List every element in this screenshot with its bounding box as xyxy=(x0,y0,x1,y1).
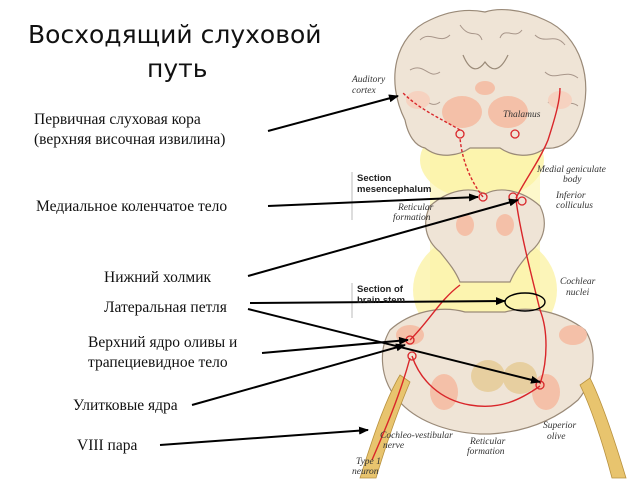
label-superior-temporal-gyrus: (верхняя височная извилина) xyxy=(34,131,226,148)
label-lateral-lemniscus: Латеральная петля xyxy=(104,299,227,316)
label-cranial-nerve-viii: VIII пара xyxy=(77,437,138,454)
fig-label-medial-geniculate-2: body xyxy=(563,175,582,185)
fig-label-thalamus: Thalamus xyxy=(503,110,541,120)
label-medial-geniculate-body: Медиальное коленчатое тело xyxy=(36,198,228,215)
fig-label-cochlear-nuclei: Cochlear xyxy=(560,277,596,287)
mesencephalon-section xyxy=(425,189,545,283)
fig-label-superior-olive-2: olive xyxy=(547,432,565,442)
fig-label-auditory-cortex: Auditory xyxy=(351,75,386,85)
brain-stem-section xyxy=(381,308,594,435)
ascending-pathway xyxy=(371,87,561,461)
slide-title-line1: Восходящий слуховой xyxy=(28,20,322,49)
label-inferior-colliculus: Нижний холмик xyxy=(104,269,212,286)
fig-label-section-brain-stem-2: brain stem xyxy=(357,295,405,306)
label-primary-auditory-cortex: Первичная слуховая кора xyxy=(34,111,201,128)
fig-label-medial-geniculate: Medial geniculate xyxy=(536,165,606,175)
fig-label-section-brain-stem: Section of xyxy=(357,284,404,295)
fig-label-cochleo-vestibular-nerve-2: nerve xyxy=(383,441,404,451)
fig-label-type1-neuron-2: neuron xyxy=(352,467,379,477)
callout-arrows xyxy=(159,94,541,446)
fig-label-type1-neuron: Type 1 xyxy=(356,457,381,467)
cochleo-vestibular-nerves xyxy=(359,374,627,479)
fig-label-superior-olive: Superior xyxy=(543,421,577,431)
slide-title-line2: путь xyxy=(147,54,208,83)
fig-label-reticular-formation: Reticular xyxy=(397,203,434,213)
label-trapezoid-body: трапециевидное тело xyxy=(88,354,228,371)
fig-label-inferior-colliculus-2: colliculus xyxy=(556,201,593,211)
fig-label-section-mesencephalum: Section xyxy=(357,173,392,184)
fig-label-auditory-cortex-2: cortex xyxy=(352,86,377,96)
fig-label-cochleo-vestibular-nerve: Cochleo-vestibular xyxy=(380,431,453,441)
fig-label-reticular-formation-bottom: Reticular xyxy=(469,437,506,447)
coronal-brain-section xyxy=(394,9,587,156)
label-cochlear-nuclei: Улитковые ядра xyxy=(73,397,178,414)
fig-label-reticular-formation-2: formation xyxy=(393,212,431,223)
label-superior-olive: Верхний ядро оливы и xyxy=(88,334,238,351)
fig-label-section-mesencephalum-2: mesencephalum xyxy=(357,184,431,195)
fig-label-cochlear-nuclei-2: nuclei xyxy=(566,288,590,298)
fig-label-reticular-formation-bottom-2: formation xyxy=(467,446,505,457)
fig-label-inferior-colliculus: Inferior xyxy=(555,190,586,201)
